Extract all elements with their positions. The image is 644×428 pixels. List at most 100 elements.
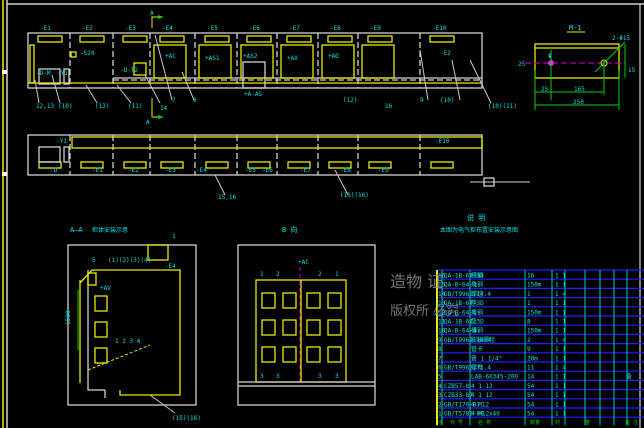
table-cell: 14 xyxy=(527,374,535,381)
device-label: +AD xyxy=(328,53,339,60)
cabinet-label: -E2 xyxy=(82,25,93,32)
door-window xyxy=(261,319,276,336)
device-label: +AS1 xyxy=(205,55,220,62)
cabinet-label: -E7 xyxy=(289,25,300,32)
table-cell: 54 xyxy=(527,392,535,399)
plan-bottom-label: -Y1 xyxy=(56,138,67,145)
table-cell: 1 1 xyxy=(555,309,566,316)
cabinet-body xyxy=(240,44,274,79)
table-cell: 螺栓 xyxy=(471,290,483,298)
table-cell: GB/T9962.14.4 xyxy=(444,291,491,298)
table-cell: 10 xyxy=(438,328,446,335)
table-cell: 4 1 12 xyxy=(471,383,493,390)
table-cell: QA-B-64-6 xyxy=(444,309,477,316)
table-cell: LAB-6X345-200 xyxy=(471,374,518,381)
table-cell: 2 xyxy=(527,337,531,344)
table-cell: 1 1 xyxy=(555,411,566,418)
table-cell: QA-1B-64-3D xyxy=(444,273,484,280)
base-rail xyxy=(430,161,454,169)
table-cell: 6 xyxy=(438,365,442,372)
device-label: +AS2 xyxy=(243,53,258,60)
table-footer-cell: 重 xyxy=(585,419,590,426)
table-cell: QA-B-64-4 xyxy=(444,282,477,289)
table-cell: 管 1 1/4" xyxy=(471,354,502,362)
dim-b: 165 xyxy=(574,86,585,93)
view-b-mark: 2 xyxy=(318,271,322,278)
table-cell: 1 1 xyxy=(555,383,566,390)
cabinet-label: -E5 xyxy=(207,25,218,32)
base-rail xyxy=(287,161,311,169)
callout-label: 16 xyxy=(385,103,393,110)
label-e4: -E4 xyxy=(165,263,176,270)
cabinet-body xyxy=(198,44,232,79)
table-cell: 垫 xyxy=(471,318,477,326)
section-title: A—A xyxy=(70,226,83,234)
table-cell: 9 xyxy=(438,337,442,344)
plan-view-bottom: 15,16 (15)(16) -Y1-D-E1-E2-E3-E4-E5-E6-E… xyxy=(27,134,530,201)
table-cell: 16 xyxy=(438,273,446,280)
table-cell: 管卡 xyxy=(471,345,483,353)
door-window xyxy=(327,319,342,336)
table-footer-cell: 代 号 xyxy=(450,419,463,426)
base-rail xyxy=(368,161,392,169)
table-footer-cell: 序 xyxy=(438,419,443,426)
callout-top: (1)(2)(3)(4) xyxy=(108,257,151,264)
table-cell: QA-B-64-4 xyxy=(444,328,477,335)
table-cell: 11 xyxy=(527,365,535,372)
dim-total: 250 xyxy=(573,99,584,106)
device-label: +AC xyxy=(165,53,176,60)
table-cell: 膨胀螺栓 xyxy=(471,336,495,344)
callout-label: (12) xyxy=(343,97,357,104)
table-cell: 54 xyxy=(527,401,535,408)
callout-bottom: (15)(16) xyxy=(172,415,201,422)
watermark-line2: 版权所 必究 xyxy=(390,303,459,319)
cabinet-body xyxy=(153,44,187,79)
table-cell: 1 4 xyxy=(555,291,566,298)
base-rail xyxy=(205,161,229,169)
cabinet-label: -E9 xyxy=(370,25,381,32)
callout-label: (11) xyxy=(128,103,142,110)
dim-right: 15 xyxy=(628,67,636,74)
base-rail xyxy=(328,161,352,169)
table-cell: QA-1B-64-3D xyxy=(444,300,484,307)
device-label: -U-T2 xyxy=(120,67,138,74)
device-label: -S24 xyxy=(80,50,95,57)
door-window xyxy=(306,319,321,336)
detail-m1: M-1 2-Φ15 Φ 25 15 25 165 250 xyxy=(518,24,636,110)
callout-label: 14 xyxy=(160,105,168,112)
notes: 说 明 本图为电气柜布置安装示意图 xyxy=(440,213,518,234)
table-cell: 垫 xyxy=(471,299,477,307)
plan-bottom-label: -E5 xyxy=(245,167,256,174)
table-footer-cell: 数量 xyxy=(530,419,540,426)
table-cell: CZB57-8 xyxy=(444,383,470,390)
cabinet-body xyxy=(361,44,395,79)
notes-subtitle: 本图为电气柜布置安装示意图 xyxy=(440,226,518,234)
table-cell: 7 xyxy=(438,355,442,362)
cabinet-top xyxy=(37,35,63,43)
table-cell: 2 xyxy=(438,401,442,408)
table-cell: 1 1 xyxy=(555,392,566,399)
plan-bottom-label: -E4 xyxy=(196,167,207,174)
callout-label: (10) xyxy=(440,97,454,104)
table-cell: 4 M12x40 xyxy=(471,411,500,418)
plan-bottom-label: -E6 xyxy=(262,167,273,174)
base-rail xyxy=(247,161,271,169)
dim-top: Φ xyxy=(548,53,552,60)
view-b-mark: 1 xyxy=(260,271,264,278)
table-cell: 150m xyxy=(527,328,542,335)
table-cell: 1 4 xyxy=(555,365,566,372)
door-window xyxy=(306,292,321,309)
table-cell: 1 xyxy=(527,291,531,298)
cabinet-top xyxy=(79,35,105,43)
section-mark-a: A xyxy=(150,10,154,17)
table-cell: 15 xyxy=(438,282,446,289)
table-cell: 3 xyxy=(438,392,442,399)
